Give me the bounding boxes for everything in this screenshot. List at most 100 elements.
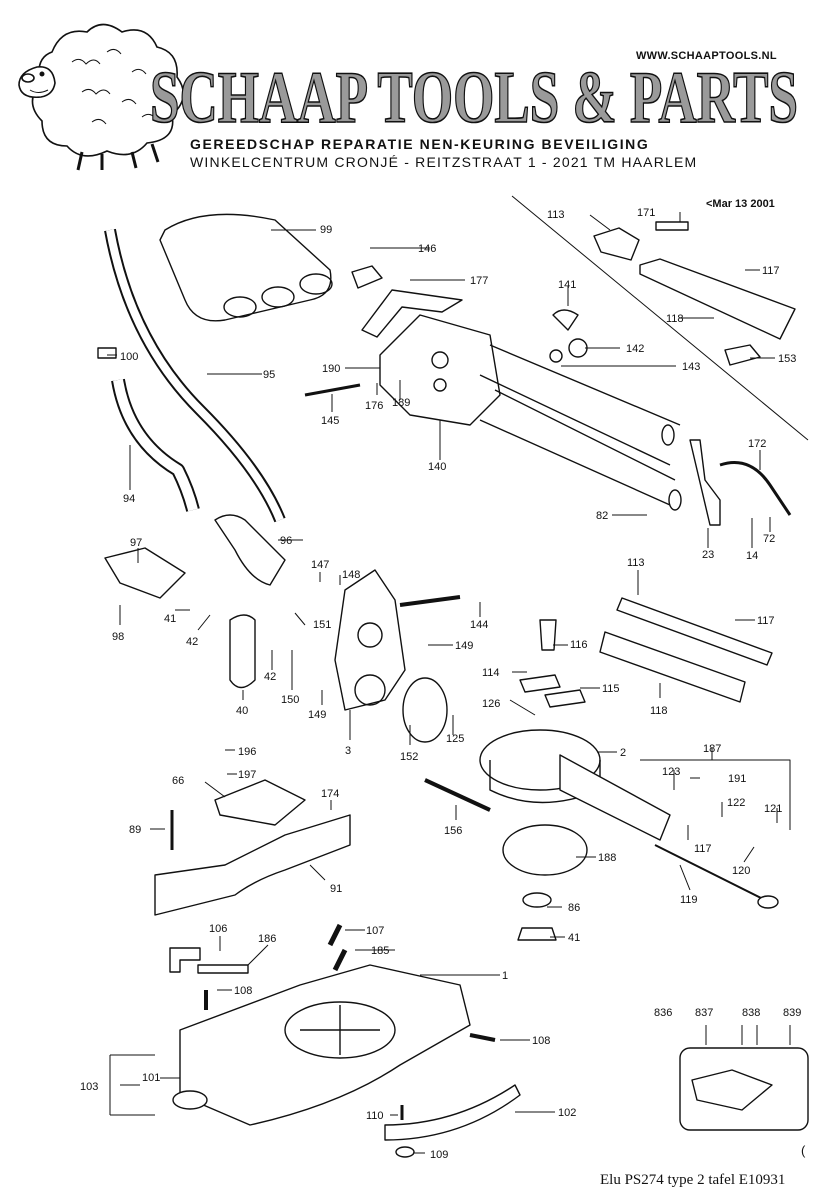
website-url: WWW.SCHAAPTOOLS.NL (636, 50, 777, 62)
part-label-p143: 143 (682, 361, 700, 373)
part-115-clamp (544, 689, 586, 708)
part-label-p145: 145 (321, 415, 339, 427)
part-label-p190: 190 (322, 363, 340, 375)
part-119-rod (654, 844, 766, 901)
part-label-p122: 122 (727, 797, 745, 809)
corner-mark: ( (801, 1143, 806, 1158)
part-label-p153: 153 (778, 353, 796, 365)
part-label-p72: 72 (763, 533, 775, 545)
company-subtitle: GEREEDSCHAP REPARATIE NEN-KEURING BEVEIL… (190, 136, 650, 152)
part-label-p152: 152 (400, 751, 418, 763)
part-label-p117a: 117 (762, 265, 780, 277)
part-102-scale (384, 1084, 521, 1141)
part-108-screw-right (469, 1033, 496, 1042)
part-label-p99: 99 (320, 224, 332, 236)
part-label-p196: 196 (238, 746, 256, 758)
part-label-p66: 66 (172, 775, 184, 787)
part-114-clamp (519, 674, 561, 693)
part-label-p146: 146 (418, 243, 436, 255)
part-145-bolt (304, 383, 361, 397)
part-label-p102: 102 (558, 1107, 576, 1119)
part-label-p96: 96 (280, 535, 292, 547)
part-3-blade-guard (334, 569, 461, 711)
part-label-p147: 147 (311, 559, 329, 571)
part-label-p172: 172 (748, 438, 766, 450)
part-label-p186: 186 (258, 933, 276, 945)
part-99-dust-hood (159, 213, 333, 322)
part-label-p40: 40 (236, 705, 248, 717)
part-label-p149a: 149 (455, 640, 473, 652)
diagram-caption: Elu PS274 type 2 tafel E10931 (600, 1172, 786, 1188)
part-label-p116: 116 (570, 639, 588, 651)
part-label-p95: 95 (263, 369, 275, 381)
date-note: <Mar 13 2001 (706, 198, 775, 210)
part-label-p82: 82 (596, 510, 608, 522)
part-label-p150: 150 (281, 694, 299, 706)
company-address: WINKELCENTRUM CRONJÉ - REITZSTRAAT 1 - 2… (190, 154, 698, 170)
part-label-p23: 23 (702, 549, 714, 561)
part-label-p114: 114 (482, 667, 500, 679)
part-label-p126: 126 (482, 698, 500, 710)
part-label-p119: 119 (680, 894, 698, 906)
part-118-upper-rail (639, 258, 796, 340)
part-146-clip (351, 265, 383, 289)
inset-836-839 (679, 1025, 809, 1131)
part-156-bolt (424, 778, 491, 812)
part-107-pin (327, 923, 343, 947)
part-label-p189: 189 (392, 397, 410, 409)
part-113-upper-bar (593, 227, 640, 261)
part-86-washer (522, 892, 552, 908)
part-label-p174: 174 (321, 788, 339, 800)
part-142-nut (568, 338, 588, 358)
part-label-p125: 125 (446, 733, 464, 745)
part-140-slide-assembly (379, 314, 682, 511)
part-40-belt (229, 614, 256, 689)
part-label-p117b: 117 (757, 615, 775, 627)
part-label-p108a: 108 (234, 985, 252, 997)
part-186-bar (197, 964, 249, 974)
part-label-p118b: 118 (650, 705, 668, 717)
part-label-p113a: 113 (547, 209, 565, 221)
part-91-fence (154, 814, 351, 916)
part-label-p1: 1 (502, 970, 508, 982)
part-106-wrench (169, 947, 201, 973)
part-116-screw (539, 619, 557, 651)
part-label-p185: 185 (371, 945, 389, 957)
part-153-bracket (724, 344, 761, 366)
part-label-p121: 121 (764, 803, 782, 815)
part-141-knob (552, 309, 579, 331)
part-label-p188: 188 (598, 852, 616, 864)
part-label-p142: 142 (626, 343, 644, 355)
part-label-p113b: 113 (627, 557, 645, 569)
part-label-p41a: 41 (164, 613, 176, 625)
part-109-nut (395, 1146, 415, 1158)
part-label-p156: 156 (444, 825, 462, 837)
part-label-p118a: 118 (666, 313, 684, 325)
part-152-disc (402, 677, 448, 743)
part-label-p14: 14 (746, 550, 758, 562)
part-171-plate (655, 221, 689, 231)
part-label-p115: 115 (602, 683, 620, 695)
part-label-p140: 140 (428, 461, 446, 473)
part-label-p110: 110 (366, 1110, 384, 1122)
part-label-p100: 100 (120, 351, 138, 363)
part-label-p144: 144 (470, 619, 488, 631)
part-label-p98: 98 (112, 631, 124, 643)
part-label-p106: 106 (209, 923, 227, 935)
part-label-p2: 2 (620, 747, 626, 759)
part-label-p91: 91 (330, 883, 342, 895)
part-label-p117c: 117 (694, 843, 712, 855)
sheep-logo (18, 23, 185, 171)
part-177-bracket (361, 289, 463, 338)
part-172-lever (719, 461, 792, 516)
part-label-p836: 836 (654, 1007, 672, 1019)
part-label-p89: 89 (129, 824, 141, 836)
part-label-p838: 838 (742, 1007, 760, 1019)
part-label-p94: 94 (123, 493, 135, 505)
part-label-p123: 123 (662, 766, 680, 778)
part-label-p109: 109 (430, 1149, 448, 1161)
part-185-pin (332, 948, 348, 972)
part-label-p3: 3 (345, 745, 351, 757)
part-188-ring (502, 824, 588, 876)
